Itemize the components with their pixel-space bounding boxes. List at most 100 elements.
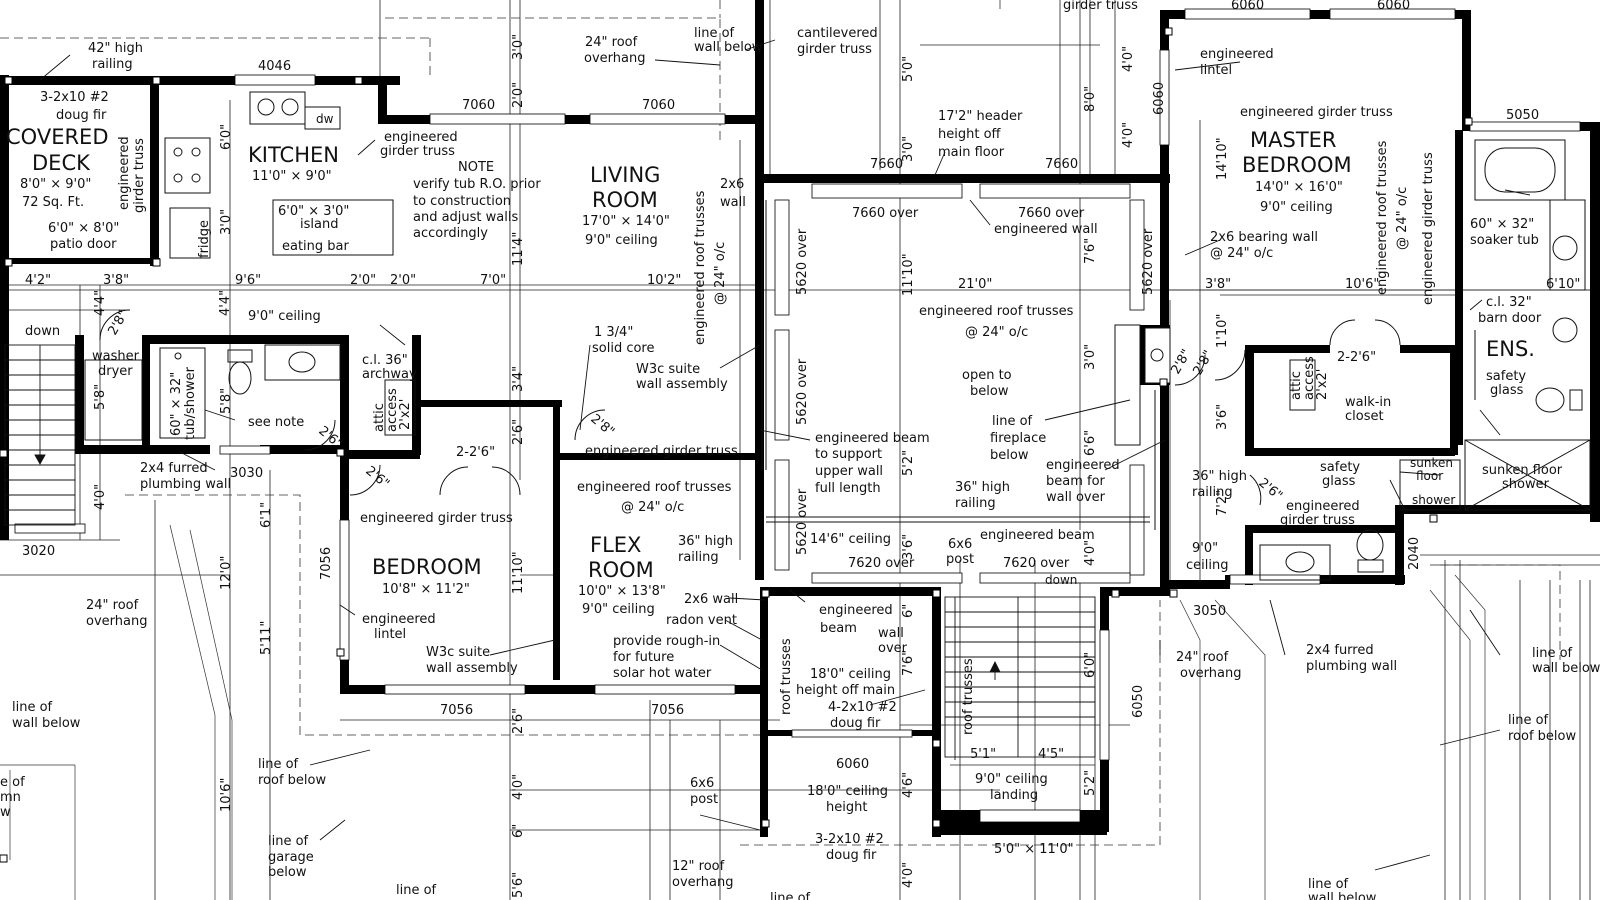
note: 24" roof	[1176, 650, 1229, 665]
dim-label: 3'0"	[1083, 344, 1098, 370]
note: W3c suite	[426, 645, 490, 660]
note: line of	[258, 757, 299, 772]
kitchen-label: KITCHEN	[248, 143, 339, 167]
dim-label: 4'0"	[901, 862, 916, 888]
note: beam	[820, 621, 857, 636]
note: wall below	[1532, 661, 1600, 676]
dim-label: 10'6"	[219, 778, 234, 812]
note: 2x4 furred	[1306, 643, 1374, 658]
note: open to	[962, 368, 1012, 383]
dim-label: 4'4"	[93, 290, 108, 316]
note: soaker tub	[1470, 233, 1539, 248]
dim-label: 2'8"	[1190, 348, 1216, 378]
note: dryer	[98, 364, 133, 379]
note: post	[946, 552, 974, 567]
note: 2'x2'	[398, 399, 413, 430]
note: provide rough-in	[613, 634, 720, 649]
note: patio door	[50, 237, 117, 252]
living-room-label-1: LIVING	[590, 163, 660, 187]
covered-deck-area: 72 Sq. Ft.	[22, 195, 84, 210]
note: radon vent	[666, 613, 737, 628]
note: wall below	[694, 40, 763, 55]
note: doug fir	[830, 716, 881, 731]
note: engineered	[384, 130, 458, 145]
note: lintel	[374, 627, 406, 642]
note: overhang	[1180, 666, 1241, 681]
note: doug fir	[56, 108, 107, 123]
note: glass	[1490, 383, 1524, 398]
note: full length	[815, 481, 881, 496]
note: girder truss	[380, 144, 455, 159]
note: 18'0" ceiling	[807, 784, 888, 799]
note: line of	[694, 26, 735, 41]
dim-label: 5'8"	[219, 388, 234, 414]
ensuite-label: ENS.	[1486, 337, 1535, 361]
master-bedroom-label-2: BEDROOM	[1242, 153, 1352, 177]
note: 7056	[440, 703, 473, 718]
master-bedroom-label-1: MASTER	[1250, 128, 1337, 152]
note: attic	[372, 403, 387, 432]
dim-label: 4'5"	[1038, 747, 1064, 762]
note: line of	[1508, 713, 1549, 728]
note: 6x6	[690, 776, 714, 791]
dim-label: 4'0"	[93, 484, 108, 510]
note: to construction	[413, 194, 511, 209]
note: @ 24" o/c	[965, 325, 1028, 340]
covered-deck-label-2: DECK	[32, 151, 91, 175]
dim-label: 5'8"	[93, 384, 108, 410]
note: engineered	[1200, 47, 1274, 62]
dim-label: 4'4"	[218, 290, 233, 316]
note: 6'0" × 3'0"	[278, 204, 349, 219]
note: below	[268, 865, 307, 880]
note: W3c suite	[636, 362, 700, 377]
note: below	[990, 448, 1029, 463]
note: girder truss	[1280, 513, 1355, 528]
note: wall below	[12, 716, 81, 731]
note: line of	[396, 883, 437, 898]
dim-label: 6"	[511, 824, 526, 838]
dim-label: 3'0"	[219, 209, 234, 235]
note: railing	[955, 496, 996, 511]
note: 4-2x10 #2	[828, 700, 897, 715]
master-bedroom-ceiling: 9'0" ceiling	[1260, 200, 1333, 215]
dim-label: 7'0"	[480, 273, 506, 288]
note: landing	[990, 788, 1038, 803]
note: glass	[1322, 474, 1356, 489]
leader-lines	[39, 39, 1531, 871]
note: see note	[248, 415, 304, 430]
note: 2040	[1407, 537, 1422, 570]
dim-label: 4'6"	[901, 772, 916, 798]
note: 5620 over	[1141, 228, 1156, 295]
note: wall below	[1308, 891, 1377, 900]
fixtures	[84, 91, 1591, 581]
note: to support	[815, 447, 882, 462]
dim-label: 5'2"	[1083, 770, 1098, 796]
note: height off	[938, 127, 1002, 142]
note: lintel	[1200, 63, 1232, 78]
note: engineered roof trusses	[577, 480, 732, 495]
note: safety	[1486, 369, 1526, 384]
note: wall	[720, 195, 746, 210]
note: 12" roof	[672, 859, 725, 874]
note: wall assembly	[426, 661, 518, 676]
note: 24" roof	[585, 35, 638, 50]
dim-label: 6'0"	[219, 124, 234, 150]
closet-label-2: closet	[1345, 409, 1384, 424]
note: 7660 over	[852, 206, 919, 221]
covered-deck-size: 8'0" × 9'0"	[20, 177, 91, 192]
note: height off main	[796, 683, 895, 698]
roof-lines-below	[0, 524, 1486, 900]
dim-label: 8'0"	[1083, 86, 1098, 112]
dim-label: 11'10"	[511, 551, 526, 594]
note: engineered beam	[815, 431, 930, 446]
note: w	[0, 805, 11, 820]
dim-label: 10'2"	[647, 273, 681, 288]
note: 7620 over	[848, 556, 915, 571]
dim-label: 2'8"	[105, 308, 131, 338]
dim-label: 5'6"	[511, 872, 526, 898]
dim-label: 3'6"	[1215, 404, 1230, 430]
note: 1 3/4"	[594, 325, 633, 340]
note: over	[878, 641, 908, 656]
note: line of	[770, 891, 811, 900]
